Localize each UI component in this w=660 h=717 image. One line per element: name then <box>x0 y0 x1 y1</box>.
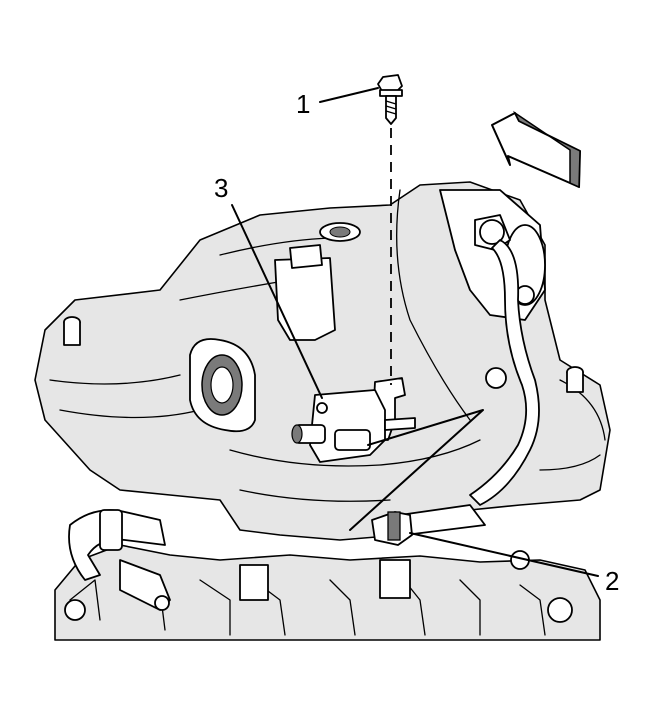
leader-lines <box>231 87 599 577</box>
solenoid-valve <box>291 377 416 463</box>
manifold-sensor-top <box>274 222 361 341</box>
callout-label-3: 3 <box>214 173 228 203</box>
fastener <box>377 74 403 125</box>
callout-label-1: 1 <box>296 89 310 119</box>
left-hose-assembly <box>68 509 171 611</box>
hose-connector <box>371 511 413 546</box>
callout-label-2: 2 <box>605 566 619 596</box>
intake-port <box>189 338 256 433</box>
front-direction-arrow-icon <box>491 110 581 189</box>
right-hose-loop <box>469 239 540 506</box>
